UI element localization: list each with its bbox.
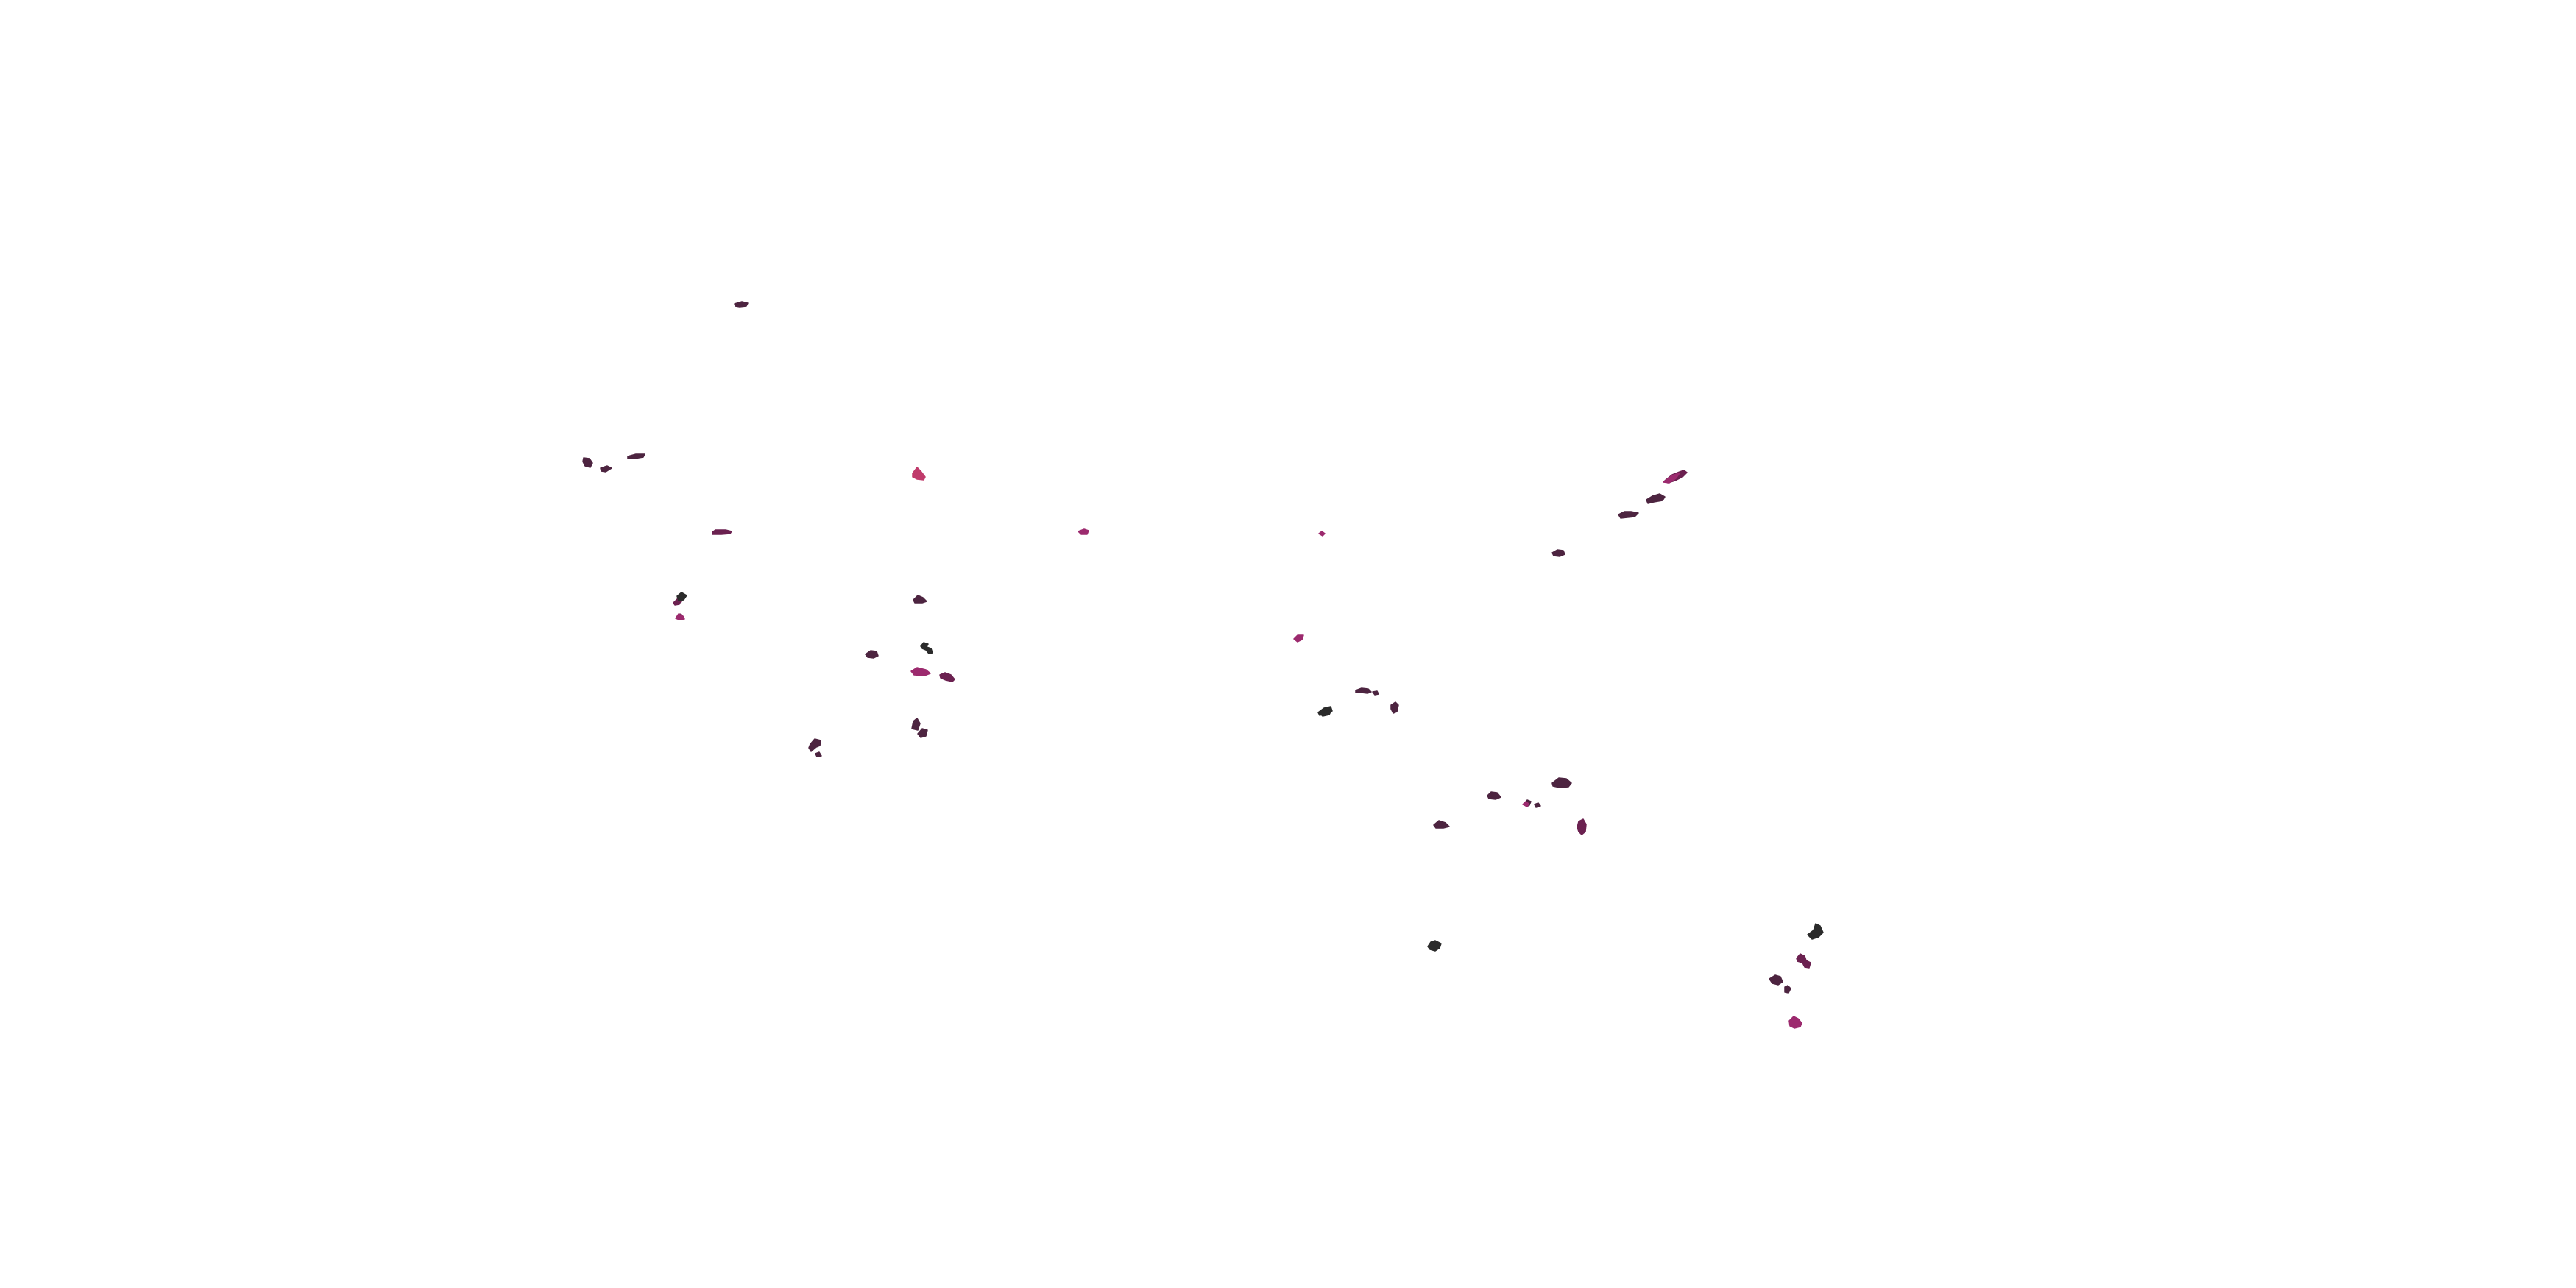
island-i18: [1293, 531, 1326, 643]
island-i30: [1427, 940, 1442, 952]
islands-layer: [582, 301, 1824, 1029]
island-i38: [1788, 1016, 1802, 1029]
island-i36: [1769, 974, 1791, 994]
island-i20: [1355, 687, 1379, 696]
island-i22: [1320, 710, 1331, 717]
island-i24: [1618, 511, 1639, 519]
island-i26: [1646, 493, 1666, 504]
island-i13: [910, 667, 931, 676]
island-i08: [676, 592, 687, 601]
island-i28: [1433, 820, 1450, 829]
island-i14: [939, 672, 955, 682]
island-i27: [1663, 473, 1680, 484]
island-i06: [1078, 528, 1089, 535]
island-i37: [1796, 953, 1811, 969]
island-i35: [1807, 923, 1824, 940]
island-i23: [1551, 549, 1565, 557]
island-i01: [734, 301, 749, 308]
island-i17: [815, 751, 822, 757]
island-i04: [712, 529, 732, 535]
island-i02: [582, 457, 612, 473]
island-i16: [808, 738, 821, 752]
island-i21: [1390, 701, 1399, 714]
island-i34: [1522, 801, 1529, 807]
island-i09: [675, 613, 685, 620]
island-i32: [1551, 777, 1572, 788]
island-i11: [865, 650, 879, 659]
island-i12: [920, 642, 933, 654]
island-i03: [627, 453, 645, 459]
island-i33: [1577, 818, 1587, 835]
island-i15: [911, 718, 928, 738]
island-i10: [913, 595, 927, 604]
island-i05: [912, 467, 926, 481]
island-i29: [1487, 791, 1501, 800]
